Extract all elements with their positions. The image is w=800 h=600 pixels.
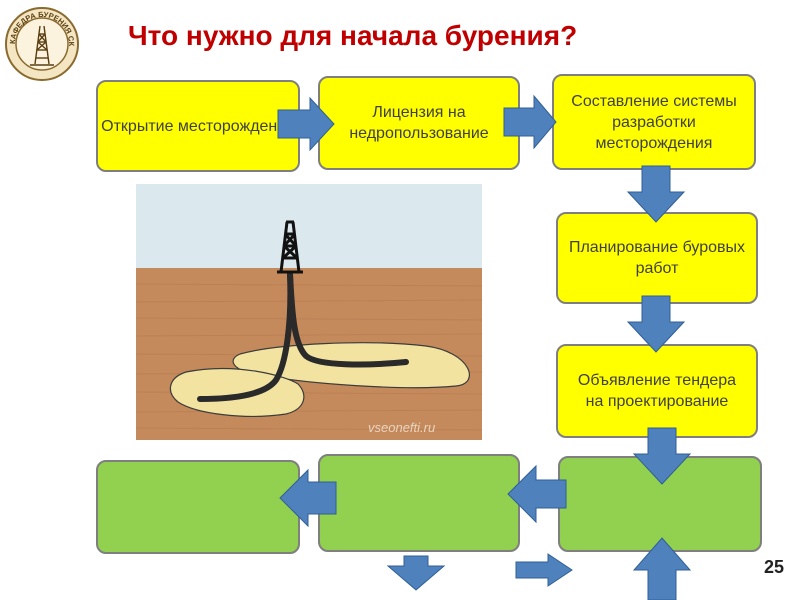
arrow-up-icon — [632, 537, 692, 600]
sky — [136, 184, 482, 268]
lower-reservoir — [169, 367, 305, 417]
arrow-down-icon — [386, 555, 446, 591]
box-field-discovery: Открытие месторождения — [96, 80, 300, 172]
watermark: vseonefti.ru — [368, 420, 435, 435]
arrow-down-icon — [626, 295, 686, 353]
arrow-left-icon — [279, 468, 337, 528]
box-subsoil-license-label: Лицензия на недропользование — [349, 104, 489, 142]
drilling-rig-icon — [277, 220, 303, 274]
box-green-left — [96, 460, 300, 554]
arrow-down-icon — [626, 165, 686, 223]
department-logo: КАФЕДРА БУРЕНИЯ СКВАЖИН — [0, 0, 80, 84]
deviated-well — [197, 271, 294, 402]
box-subsoil-license: Лицензия на недропользование — [318, 76, 520, 170]
arrow-right-icon — [515, 553, 573, 587]
box-development-system-label: Составление системы разработки месторожд… — [571, 92, 737, 152]
page-number: 25 — [763, 557, 784, 577]
box-field-discovery-label: Открытие месторождения — [101, 117, 295, 135]
box-drilling-planning-label: Планирование буровых работ — [568, 239, 746, 277]
arrow-right-icon — [503, 94, 557, 150]
logo-derrick-icon — [30, 25, 54, 66]
box-development-system: Составление системы разработки месторожд… — [552, 74, 756, 170]
page-title: Что нужно для начала бурения? — [128, 20, 578, 51]
box-green-middle — [318, 454, 520, 552]
arrow-down-icon — [632, 427, 692, 485]
arrow-right-icon — [277, 96, 335, 152]
arrow-left-icon — [507, 464, 567, 524]
drilling-illustration: vseonefti.ru — [135, 184, 483, 440]
box-design-tender-label: Объявление тендера на проектирование — [577, 372, 737, 410]
